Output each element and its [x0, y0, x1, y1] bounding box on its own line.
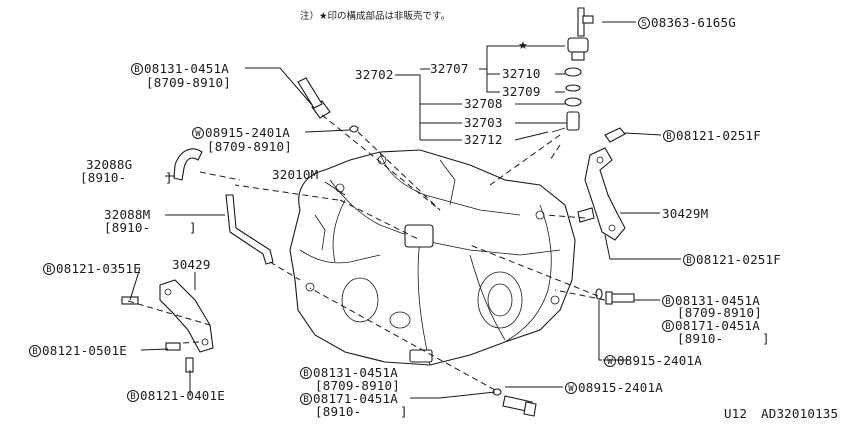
- part-32088g: 32088G: [86, 157, 133, 172]
- bracket-30429m: [577, 127, 626, 241]
- b-symbol-icon: B: [300, 393, 312, 405]
- part-32088m-range: [8910- ]: [104, 220, 197, 235]
- part-32712: 32712: [464, 132, 503, 147]
- label-b-08171-0451a-bottom-range: [8910- ]: [315, 404, 408, 419]
- b-symbol-icon: B: [131, 63, 143, 75]
- bolt-top-left: [297, 77, 331, 119]
- star-mark-icon: ★: [518, 39, 528, 52]
- w-symbol-icon: W: [192, 127, 204, 139]
- part-32088m: 32088M: [104, 207, 151, 222]
- bolt-right-mid: [605, 291, 635, 305]
- label-b-08131-0451a-bottom-range: [8709-8910]: [315, 378, 400, 393]
- part-32707: 32707: [430, 61, 469, 76]
- b-symbol-icon: B: [127, 390, 139, 402]
- b-symbol-icon: B: [300, 367, 312, 379]
- part-32010m: 32010M: [272, 167, 319, 182]
- b-symbol-icon: B: [29, 345, 41, 357]
- footer-drawing-id: AD32010135: [761, 406, 839, 421]
- part-32708: 32708: [464, 96, 503, 111]
- s-symbol-icon: S: [638, 17, 650, 29]
- part-32709: 32709: [502, 84, 541, 99]
- part-32703: 32703: [464, 115, 503, 130]
- washer-top-left: [349, 125, 359, 133]
- header-note: 注）★印の構成部品は非販売です。: [300, 11, 451, 22]
- part-30429: 30429: [172, 257, 211, 272]
- b-symbol-icon: B: [662, 320, 674, 332]
- b-symbol-icon: B: [683, 254, 695, 266]
- b-symbol-icon: B: [43, 263, 55, 275]
- part-32088g-range: [8910- ]: [80, 170, 173, 185]
- part-32702: 32702: [355, 67, 394, 82]
- leader-lines: [129, 21, 681, 399]
- hose-32088g: [173, 148, 203, 181]
- bolt-bottom: [502, 395, 537, 417]
- transmission-case: [289, 149, 576, 366]
- b-symbol-icon: B: [662, 295, 674, 307]
- label-b-08131-0451a-top-range: [8709-8910]: [146, 75, 231, 90]
- bracket-30429: [121, 279, 214, 373]
- label-b-08131-0451a-right-range: [8709-8910]: [677, 305, 762, 320]
- w-symbol-icon: W: [565, 382, 577, 394]
- w-symbol-icon: W: [604, 355, 616, 367]
- speedometer-sensor-assembly: [551, 7, 594, 133]
- label-w-08915-2401a-top-range: [8709-8910]: [207, 139, 292, 154]
- washer-right-mid: [595, 288, 603, 300]
- b-symbol-icon: B: [663, 130, 675, 142]
- part-30429m: 30429M: [662, 206, 709, 221]
- label-b-08171-0451a-right-range: [8910- ]: [677, 331, 770, 346]
- pipe-32088m: [225, 194, 274, 265]
- part-32710: 32710: [502, 66, 541, 81]
- footer-model: U12: [724, 406, 748, 421]
